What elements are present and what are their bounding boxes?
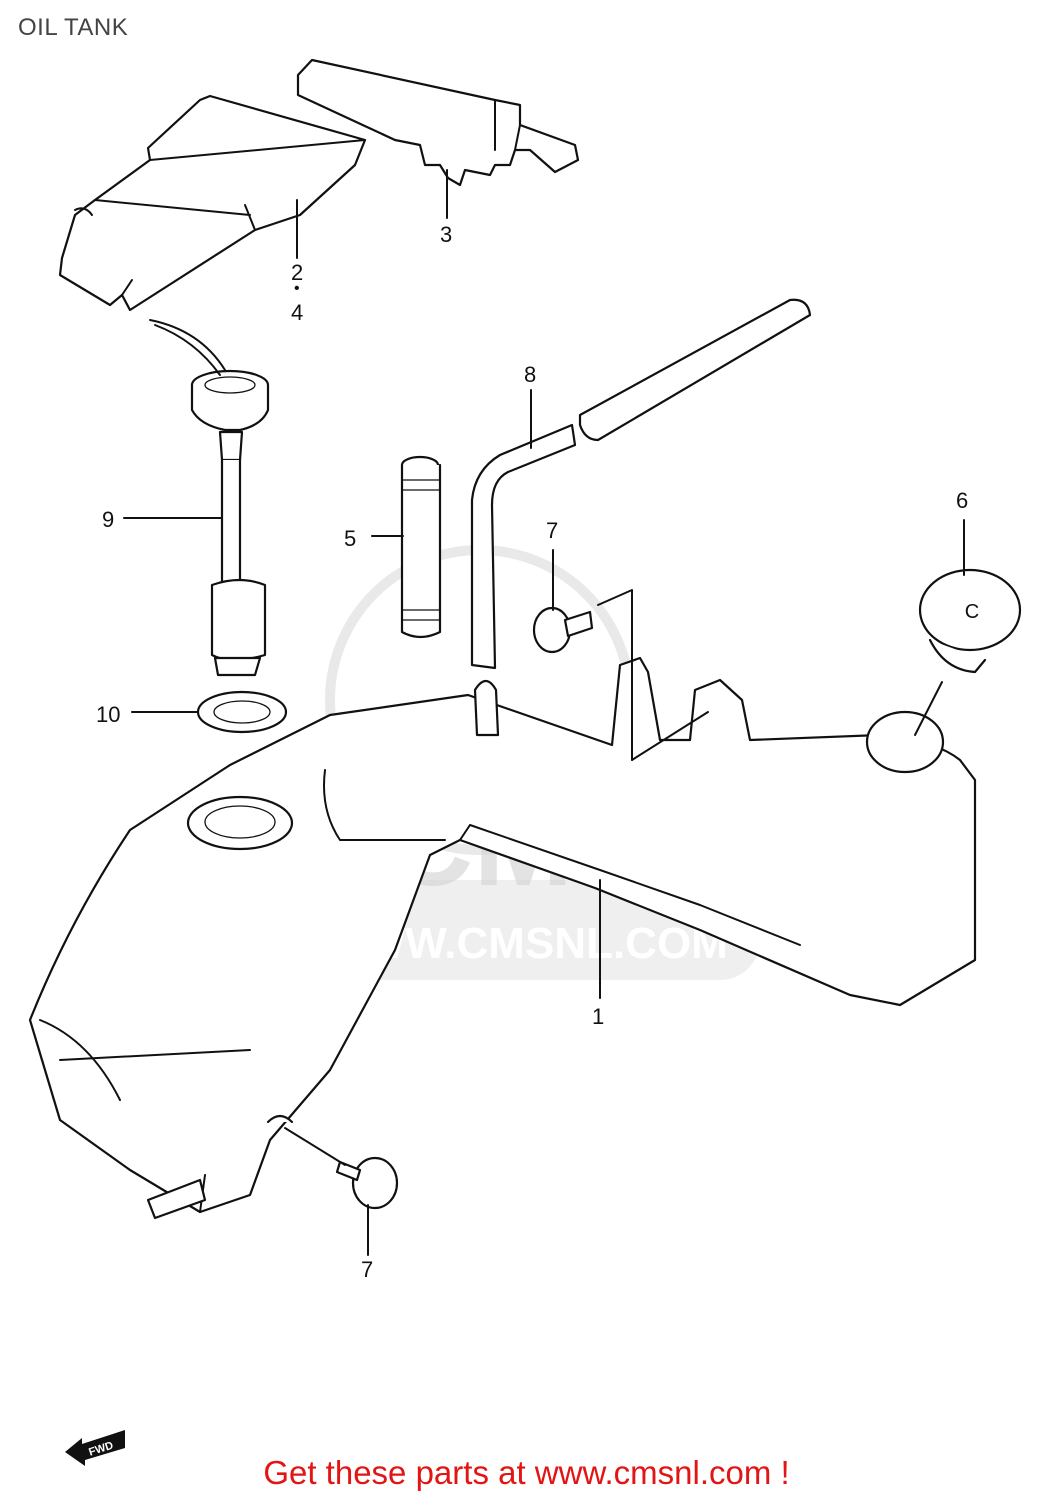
- breather-hose: [470, 298, 812, 670]
- oil-level-gauge: [149, 319, 270, 677]
- footer-link[interactable]: Get these parts at www.cmsnl.com !: [0, 1454, 1053, 1492]
- svg-text:C: C: [965, 601, 979, 623]
- callout-9: 9: [102, 507, 115, 532]
- callout-8: 8: [524, 362, 537, 387]
- leader-lines: [123, 169, 965, 1256]
- bolt-lower: [335, 1156, 399, 1210]
- callout-3: 3: [440, 222, 453, 247]
- callout-2: 2: [291, 260, 304, 285]
- o-ring: [196, 690, 288, 734]
- callout-7-lower: 7: [361, 1257, 374, 1282]
- oil-tank: [28, 656, 977, 1220]
- cover-left: [58, 94, 367, 312]
- filler-cap: C: [918, 568, 1022, 674]
- footer-link-text[interactable]: Get these parts at www.cmsnl.com !: [263, 1454, 790, 1491]
- cover-right: [296, 58, 580, 187]
- pipe: [400, 455, 442, 639]
- callout-2-4-separator: •: [294, 280, 300, 297]
- bolt-upper: [532, 606, 594, 654]
- callout-6: 6: [956, 488, 969, 513]
- callout-4: 4: [291, 300, 304, 325]
- page-title: OIL TANK: [18, 14, 129, 41]
- callout-7-upper: 7: [546, 518, 559, 543]
- callout-10: 10: [96, 702, 121, 727]
- callout-5: 5: [344, 526, 357, 551]
- callout-1: 1: [592, 1004, 605, 1029]
